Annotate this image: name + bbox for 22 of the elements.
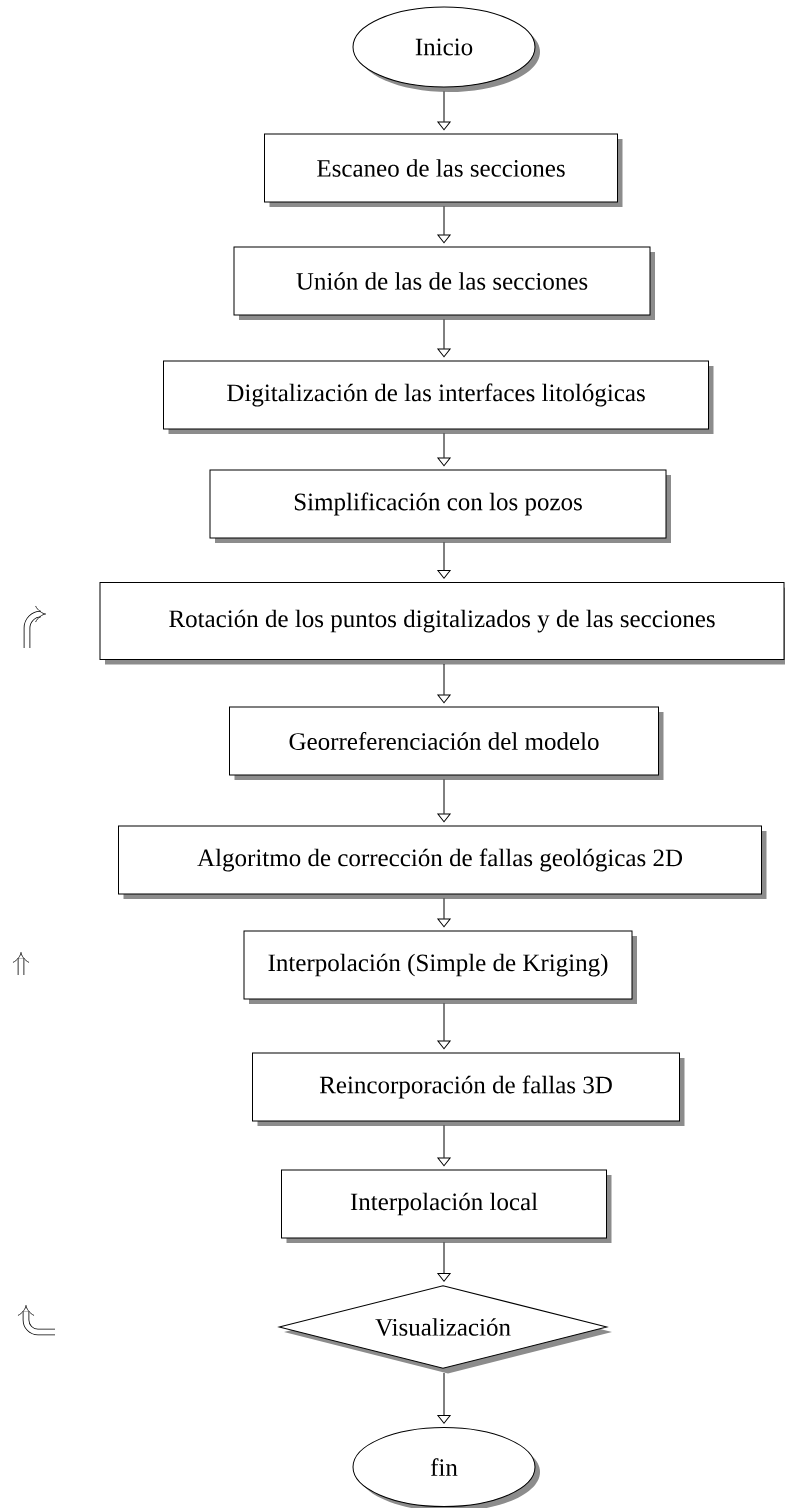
process-box: Simplificación con los pozos: [209, 469, 671, 543]
arrow: [437, 1125, 451, 1167]
process-box: Rotación de los puntos digitalizados y de las secciones: [99, 582, 785, 665]
arrow: [437, 91, 451, 131]
arrow: [437, 1003, 451, 1050]
process-box: Digitalización de las interfaces litológicas: [163, 360, 714, 434]
arrow: [437, 779, 451, 823]
arrow: [437, 433, 451, 467]
arrow: [437, 898, 451, 928]
arrow: [437, 1242, 451, 1282]
arrow: [437, 206, 451, 244]
process-box: Interpolación (Simple de Kriging): [243, 930, 637, 1004]
process-box: Unión de las de las secciones: [233, 246, 655, 320]
process-box: Interpolación local: [281, 1169, 612, 1243]
process-box: Escaneo de las secciones: [264, 133, 623, 207]
arrow: [437, 1372, 451, 1424]
arrow: [437, 319, 451, 358]
process-box: Georreferenciación del modelo: [229, 706, 664, 780]
arrow: [437, 542, 451, 579]
process-box: Reincorporación de fallas 3D: [252, 1052, 685, 1126]
process-box: Algoritmo de corrección de fallas geológicas 2D: [118, 825, 767, 899]
arrow: [437, 663, 451, 704]
